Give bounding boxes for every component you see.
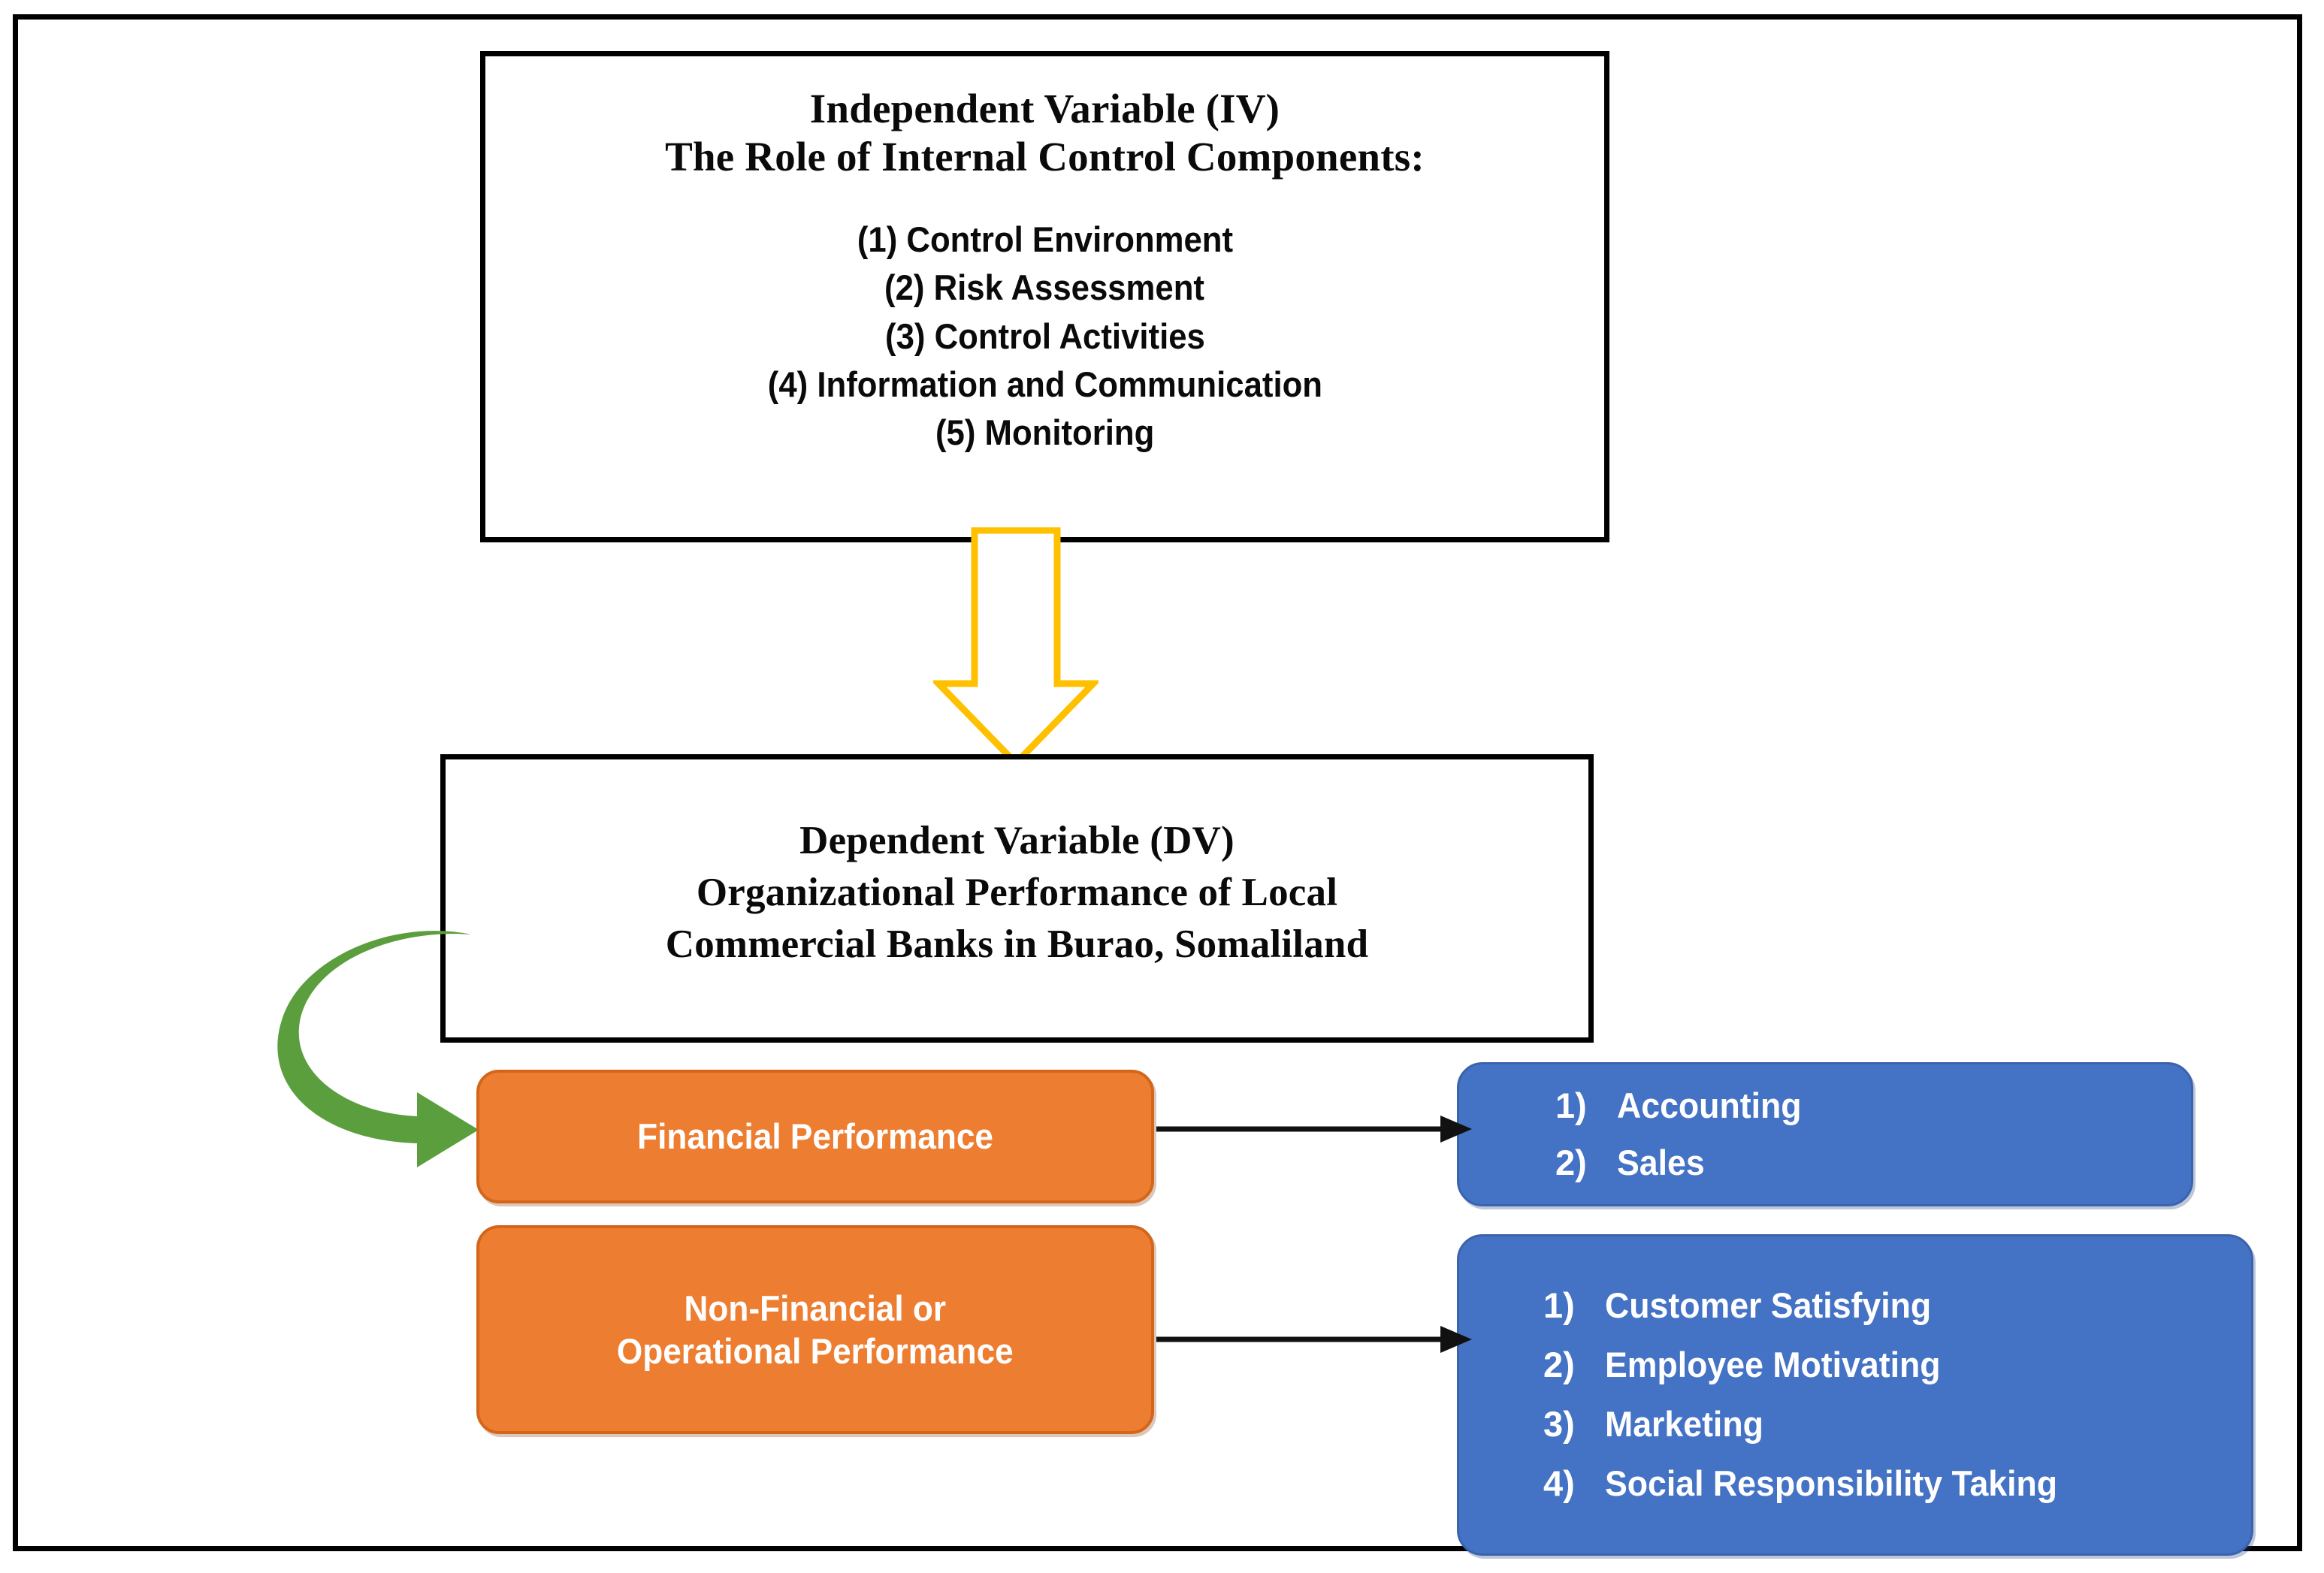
iv-title-line-1: Independent Variable (IV): [809, 86, 1280, 131]
measures-card-financial[interactable]: 1) Accounting 2) Sales: [1457, 1062, 2193, 1206]
component-item-4: (4) Information and Communication: [767, 364, 1322, 404]
measures-card-nonfinancial[interactable]: 1) Customer Satisfying 2) Employee Motiv…: [1457, 1234, 2253, 1556]
financial-measures-list: 1) Accounting 2) Sales: [1555, 1077, 1811, 1191]
down-arrow-gold-icon: [933, 527, 1099, 768]
measure-index: 3): [1543, 1404, 1575, 1444]
component-item-1: (1) Control Environment: [857, 219, 1233, 259]
dependent-variable-box: Dependent Variable (DV) Organizational P…: [440, 754, 1594, 1043]
measure-label: Sales: [1617, 1143, 1705, 1182]
dv-title-line-2: Organizational Performance of Local: [696, 870, 1338, 914]
right-arrow-black-icon: [1156, 1116, 1472, 1143]
right-arrow-black-icon: [1156, 1326, 1472, 1353]
nonfinancial-measures-list: 1) Customer Satisfying 2) Employee Motiv…: [1543, 1276, 2081, 1514]
measure-label: Accounting: [1617, 1085, 1802, 1125]
dimension-card-nonfinancial-performance[interactable]: Non-Financial or Operational Performance: [476, 1225, 1154, 1434]
measure-index: 2): [1543, 1345, 1575, 1385]
diagram-outer-frame: Independent Variable (IV) The Role of In…: [13, 14, 2302, 1556]
measure-row: 2) Sales: [1555, 1134, 1811, 1191]
curved-arrow-green-icon: [277, 931, 479, 1167]
independent-variable-title: Independent Variable (IV) The Role of In…: [665, 85, 1425, 181]
measure-row: 1) Customer Satisfying: [1543, 1276, 2081, 1336]
measure-label: Marketing: [1605, 1404, 1763, 1444]
measure-row: 2) Employee Motivating: [1543, 1336, 2081, 1395]
dv-title-line-3: Commercial Banks in Burao, Somaliland: [665, 922, 1369, 966]
dimension-card-financial-performance[interactable]: Financial Performance: [476, 1070, 1154, 1203]
measure-row: 4) Social Responsibility Taking: [1543, 1454, 2081, 1514]
dependent-variable-title: Dependent Variable (DV) Organizational P…: [666, 815, 1369, 971]
iv-title-line-2: The Role of Internal Control Components:: [665, 133, 1425, 180]
measure-index: 4): [1543, 1463, 1575, 1503]
dv-title-line-1: Dependent Variable (DV): [799, 819, 1235, 862]
measure-label: Customer Satisfying: [1605, 1285, 1932, 1326]
component-item-2: (2) Risk Assessment: [884, 267, 1205, 308]
component-item-3: (3) Control Activities: [884, 316, 1205, 356]
measure-label: Social Responsibility Taking: [1605, 1463, 2058, 1503]
nonfinancial-performance-label: Non-Financial or Operational Performance: [617, 1287, 1014, 1373]
financial-performance-label-line-1: Financial Performance: [637, 1116, 993, 1157]
nonfinancial-performance-label-line-1: Non-Financial or: [684, 1288, 947, 1328]
financial-performance-label: Financial Performance: [637, 1115, 993, 1158]
measure-row: 1) Accounting: [1555, 1077, 1811, 1134]
nonfinancial-performance-label-line-2: Operational Performance: [617, 1331, 1014, 1371]
measure-index: 1): [1555, 1085, 1587, 1125]
independent-variable-box: Independent Variable (IV) The Role of In…: [480, 51, 1609, 542]
measure-row: 3) Marketing: [1543, 1395, 2081, 1454]
measure-label: Employee Motivating: [1605, 1345, 1941, 1385]
internal-control-components-list: (1) Control Environment (2) Risk Assessm…: [747, 219, 1343, 454]
measure-index: 1): [1543, 1285, 1575, 1326]
measure-index: 2): [1555, 1143, 1587, 1182]
component-item-5: (5) Monitoring: [935, 412, 1155, 453]
